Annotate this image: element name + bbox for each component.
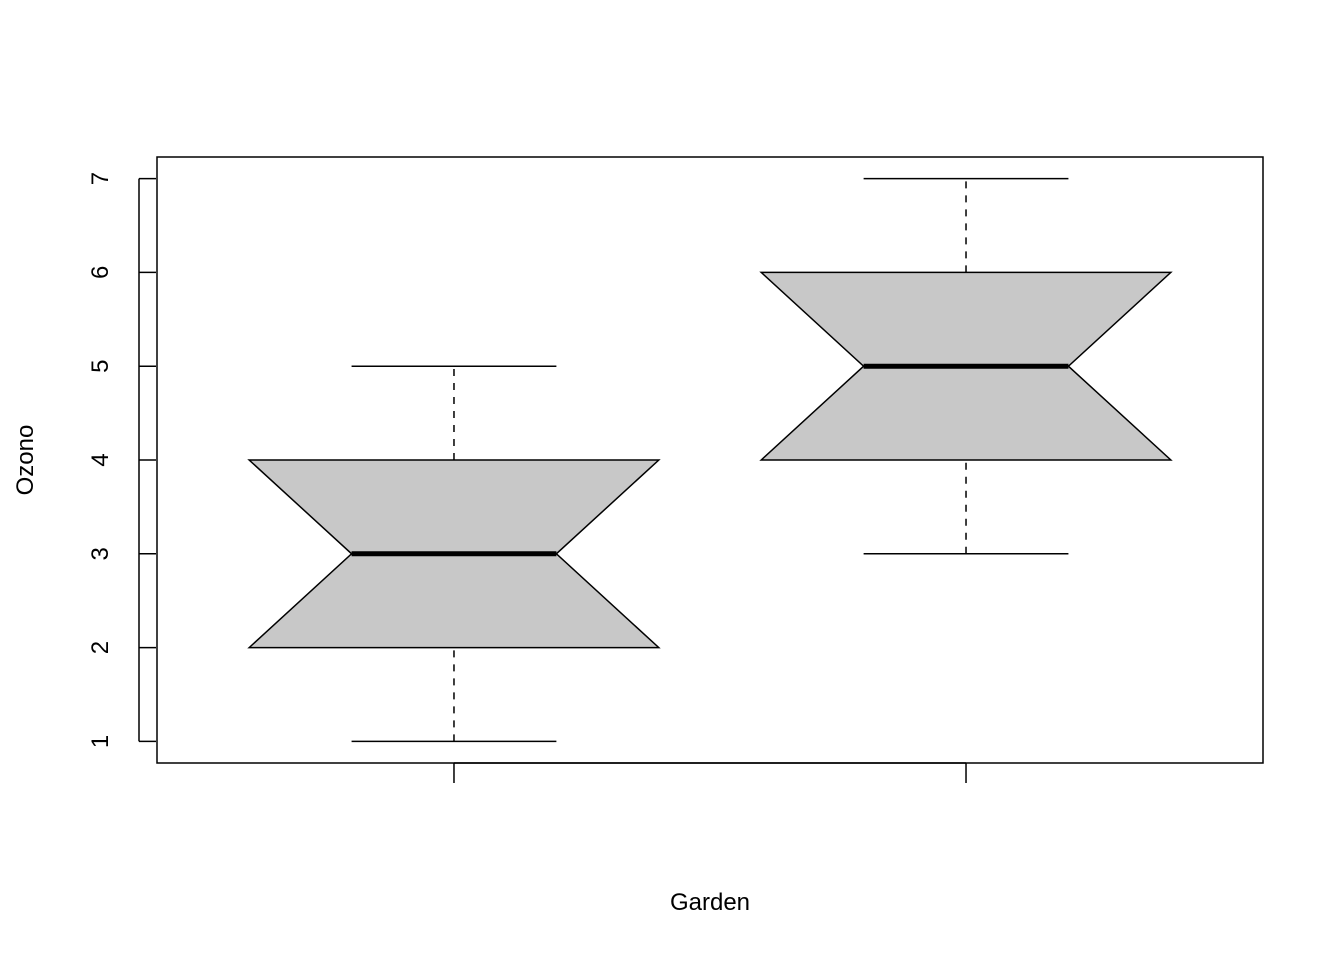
box-group-2 [759, 177, 1173, 555]
y-tick-label: 6 [87, 266, 114, 279]
y-tick-label: 2 [87, 641, 114, 654]
y-tick-label: 1 [87, 735, 114, 748]
y-tick-label: 5 [87, 360, 114, 373]
y-tick-label: 7 [87, 172, 114, 185]
box-group-1 [247, 365, 661, 743]
boxes-layer [247, 177, 1173, 743]
y-axis: 1 2 3 4 5 6 7 [87, 172, 156, 748]
x-axis-label: Garden [670, 889, 750, 916]
y-axis-label: Ozono [12, 425, 39, 496]
y-tick-label: 4 [87, 453, 114, 466]
y-tick-label: 3 [87, 547, 114, 560]
x-axis [453, 762, 967, 783]
